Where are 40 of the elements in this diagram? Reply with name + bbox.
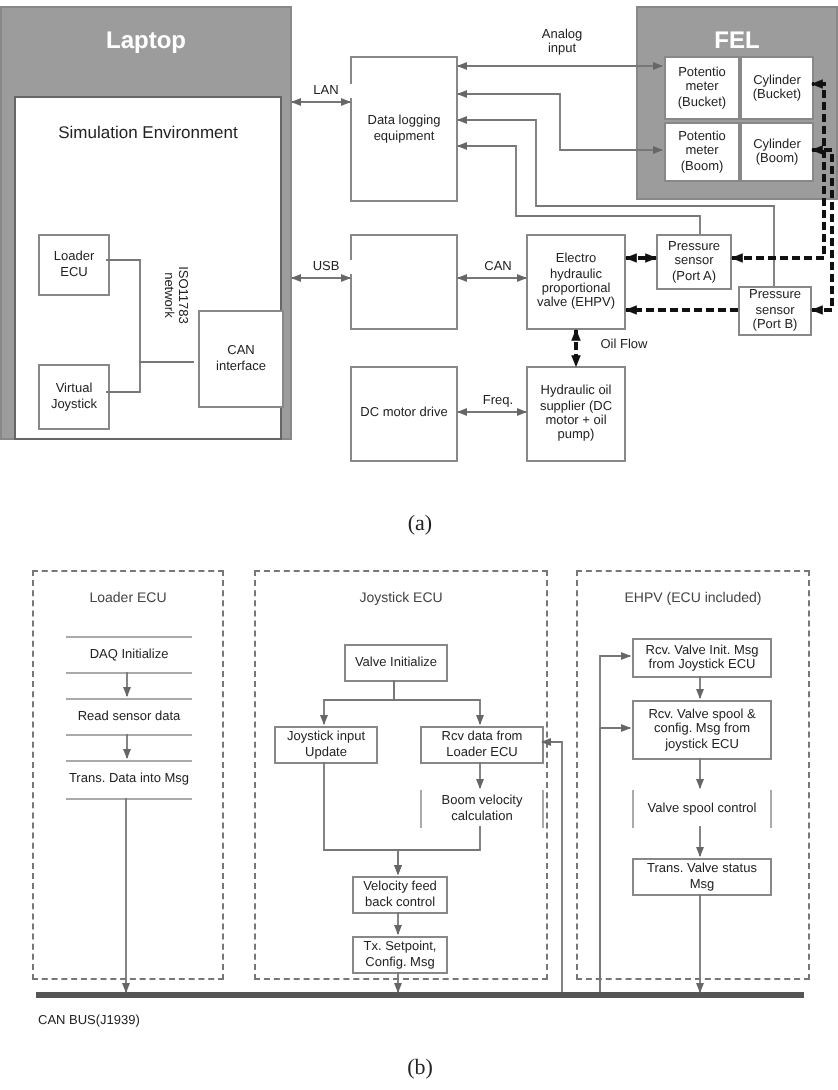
ecu-group	[576, 570, 810, 980]
dashed-arrow	[810, 145, 834, 315]
arrow	[457, 90, 663, 154]
arrow	[476, 761, 484, 789]
device-panel	[636, 6, 838, 200]
arrow	[394, 911, 402, 935]
dashed-arrow	[571, 328, 581, 368]
panel-title: Laptop	[104, 28, 188, 56]
arrow	[291, 274, 351, 282]
dashed-arrow	[624, 305, 738, 315]
ecu-group	[32, 570, 224, 980]
arrow	[457, 408, 527, 416]
arrow	[696, 757, 704, 789]
arrow	[696, 893, 704, 993]
arrow	[394, 825, 481, 875]
dashed-arrow	[730, 79, 826, 263]
arrow	[457, 142, 701, 235]
figure-caption: (a)	[405, 512, 435, 538]
connector-line	[105, 361, 195, 393]
arrow	[123, 733, 131, 759]
panel-title: Simulation Environment	[56, 122, 240, 144]
arrow	[457, 62, 663, 70]
arrow	[394, 971, 402, 993]
device-panel	[0, 6, 292, 440]
blank-box	[350, 234, 458, 330]
dashed-arrow	[624, 253, 658, 263]
ecu-group	[254, 570, 548, 980]
arrow	[696, 675, 704, 699]
panel-title: FEL	[712, 28, 762, 56]
arrow	[393, 679, 484, 725]
arrow	[541, 738, 563, 993]
arrow	[696, 825, 704, 857]
arrow	[599, 724, 631, 993]
environment-panel	[14, 96, 282, 440]
arrow	[457, 116, 775, 287]
arrow	[122, 797, 130, 993]
figure-caption: (b)	[405, 1056, 435, 1082]
arrow	[291, 98, 351, 106]
arrow	[123, 671, 131, 697]
arrow	[457, 274, 527, 282]
